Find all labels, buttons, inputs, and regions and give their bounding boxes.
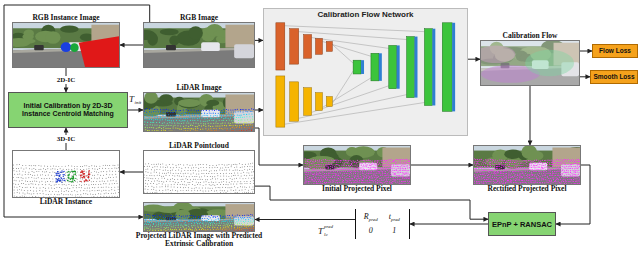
matrix: Rpredtpred01 <box>355 209 410 239</box>
connector <box>4 5 150 217</box>
image-panel: RGB Instance Image <box>12 22 120 68</box>
photo-illustration <box>144 23 254 67</box>
image-caption: RGB Instance Image <box>32 14 99 22</box>
matrix-entry: 0 <box>369 226 373 235</box>
connector <box>255 219 355 220</box>
connector <box>255 40 263 41</box>
connector <box>255 110 263 111</box>
photo-illustration <box>144 203 254 231</box>
subscript: pred <box>369 217 378 222</box>
photo-illustration <box>144 93 254 131</box>
symbol-label: T <box>129 95 134 104</box>
image-panel: LiDAR Image <box>143 92 255 132</box>
panel-title: Calibration Flow Network <box>317 10 413 19</box>
matrix-entry: R <box>364 212 369 221</box>
symbol-label: init <box>135 100 142 105</box>
edge-label: 2D-IC <box>56 76 77 84</box>
loss-box: Flow Loss <box>592 44 638 58</box>
photo-illustration <box>13 23 119 67</box>
image-caption: LiDAR Pointcloud <box>169 142 229 150</box>
box-label: Flow Loss <box>599 47 631 55</box>
box-label: Smooth Loss <box>593 73 634 81</box>
connector <box>120 172 143 173</box>
connector <box>411 165 473 166</box>
connector <box>580 51 592 52</box>
connector <box>410 224 488 225</box>
box-label: Initial Calibration by 2D-3D Instance Ce… <box>12 102 124 119</box>
image-caption: LiDAR Image <box>176 84 221 92</box>
network-illustration <box>264 9 467 135</box>
box-label: EPnP + RANSAC <box>492 220 552 229</box>
connector <box>580 76 590 77</box>
box-text: EPnP + RANSAC <box>492 220 552 229</box>
matrix-cell: Rpred <box>364 212 378 226</box>
symbol-label: T <box>318 227 323 236</box>
image-panel: Projected LiDAR Image with Predicted Ext… <box>143 202 255 232</box>
image-caption: Calibration Flow <box>503 32 558 40</box>
process-box: EPnP + RANSAC <box>488 212 556 236</box>
photo-illustration <box>144 151 254 193</box>
image-caption: Rectified Projected Pixel <box>488 185 567 193</box>
connector <box>556 165 590 224</box>
box-text: Smooth Loss <box>593 73 634 81</box>
matrix-cell: 0 <box>369 226 373 236</box>
image-caption: Projected LiDAR Image with Predicted Ext… <box>124 232 274 248</box>
matrix-cell: tpred <box>389 212 400 226</box>
process-box: Initial Calibration by 2D-3D Instance Ce… <box>8 92 128 128</box>
subscript: pred <box>391 217 400 222</box>
photo-illustration <box>474 146 580 184</box>
photo-illustration <box>13 151 119 197</box>
image-caption: LiDAR Instance <box>40 198 92 206</box>
connector <box>468 59 480 60</box>
matrix-cell: 1 <box>392 226 396 236</box>
image-caption: Initial Projected Pixel <box>322 185 392 193</box>
box-text: Flow Loss <box>599 47 631 55</box>
loss-box: Smooth Loss <box>590 70 638 84</box>
image-panel: RGB Image <box>143 22 255 68</box>
edge-label: 3D-IC <box>56 135 77 143</box>
image-caption: RGB Image <box>180 14 218 22</box>
image-panel: Rectified Projected Pixel <box>473 145 581 185</box>
photo-illustration <box>481 41 579 85</box>
symbol-label: pred <box>324 224 333 229</box>
matrix-entry: t <box>389 212 391 221</box>
connector <box>128 110 143 111</box>
connector <box>530 86 531 145</box>
matrix-entry: 1 <box>392 226 396 235</box>
photo-illustration <box>304 146 410 184</box>
network-panel: Calibration Flow Network <box>263 8 468 136</box>
image-panel: Calibration Flow <box>480 40 580 86</box>
image-panel: LiDAR Pointcloud <box>143 150 255 194</box>
image-panel: LiDAR Instance <box>12 150 120 198</box>
connector <box>120 45 143 46</box>
box-text: Initial Calibration by 2D-3D Instance Ce… <box>12 102 124 119</box>
image-panel: Initial Projected Pixel <box>303 145 411 185</box>
symbol-label: lc <box>324 232 328 237</box>
